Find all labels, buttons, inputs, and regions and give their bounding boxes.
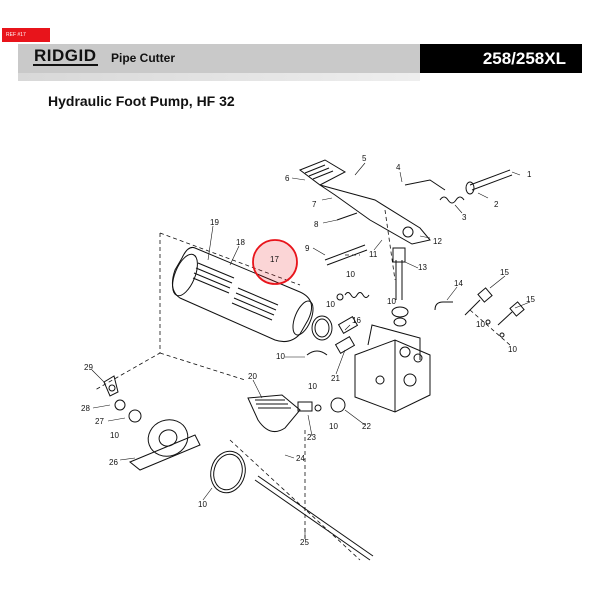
callout-11: 11 [369, 250, 378, 259]
callout-22: 22 [362, 422, 371, 431]
callout-24: 24 [296, 454, 305, 463]
pump-body [354, 324, 431, 413]
callout-10e: 10 [476, 320, 485, 329]
product-name: Pipe Cutter [111, 51, 176, 65]
callout-10g: 10 [308, 382, 317, 391]
callout-10i: 10 [110, 431, 119, 440]
callout-28: 28 [81, 404, 90, 413]
callout-29: 29 [84, 363, 93, 372]
callout-12: 12 [433, 237, 442, 246]
callout-14: 14 [454, 279, 463, 288]
foot-pedal [247, 394, 301, 433]
assembly-guide-lines [94, 209, 511, 561]
callout-15b: 15 [526, 295, 535, 304]
callout-20: 20 [248, 372, 257, 381]
callout-25: 25 [300, 538, 309, 547]
callout-8: 8 [314, 220, 319, 229]
callout-5: 5 [362, 154, 367, 163]
callout-10j: 10 [198, 500, 207, 509]
model-number: 258/258XL [420, 44, 582, 73]
leader-lines [91, 162, 531, 538]
callout-7: 7 [312, 200, 317, 209]
callout-10a: 10 [346, 270, 355, 279]
callout-10f: 10 [508, 345, 517, 354]
callout-4: 4 [396, 163, 401, 172]
o-rings [128, 293, 505, 494]
header-shadow [18, 73, 420, 81]
callout-26: 26 [109, 458, 118, 467]
ref-tag: REF #17 [2, 28, 50, 42]
callout-6: 6 [285, 174, 290, 183]
callout-9: 9 [305, 244, 310, 253]
rod-parts [254, 169, 513, 561]
callout-2: 2 [494, 200, 499, 209]
callout-18: 18 [236, 238, 245, 247]
callout-10h: 10 [329, 422, 338, 431]
callout-10d: 10 [276, 352, 285, 361]
callout-16: 16 [352, 316, 361, 325]
callout-27: 27 [95, 417, 104, 426]
callout-21: 21 [331, 374, 340, 383]
callout-17: 17 [270, 255, 279, 264]
callout-1: 1 [527, 170, 532, 179]
base-bracket [103, 375, 201, 471]
valve-parts [297, 397, 346, 413]
callout-23: 23 [307, 433, 316, 442]
page-title: Hydraulic Foot Pump, HF 32 [48, 93, 235, 109]
callout-13: 13 [418, 263, 427, 272]
springs [344, 179, 465, 298]
brand-logo: RIDGID [33, 46, 98, 66]
fittings [306, 287, 525, 356]
callout-10b: 10 [326, 300, 335, 309]
callout-19: 19 [210, 218, 219, 227]
header-bar [18, 44, 420, 73]
highlight-circle[interactable] [252, 239, 298, 285]
pedal-lever [298, 159, 431, 245]
callout-labels: 1 2 3 4 5 6 7 8 9 11 12 13 14 15 15 16 1… [81, 154, 535, 547]
callout-15a: 15 [500, 268, 509, 277]
callout-10c: 10 [387, 297, 396, 306]
callout-3: 3 [462, 213, 467, 222]
reservoir-cylinder [171, 247, 314, 342]
